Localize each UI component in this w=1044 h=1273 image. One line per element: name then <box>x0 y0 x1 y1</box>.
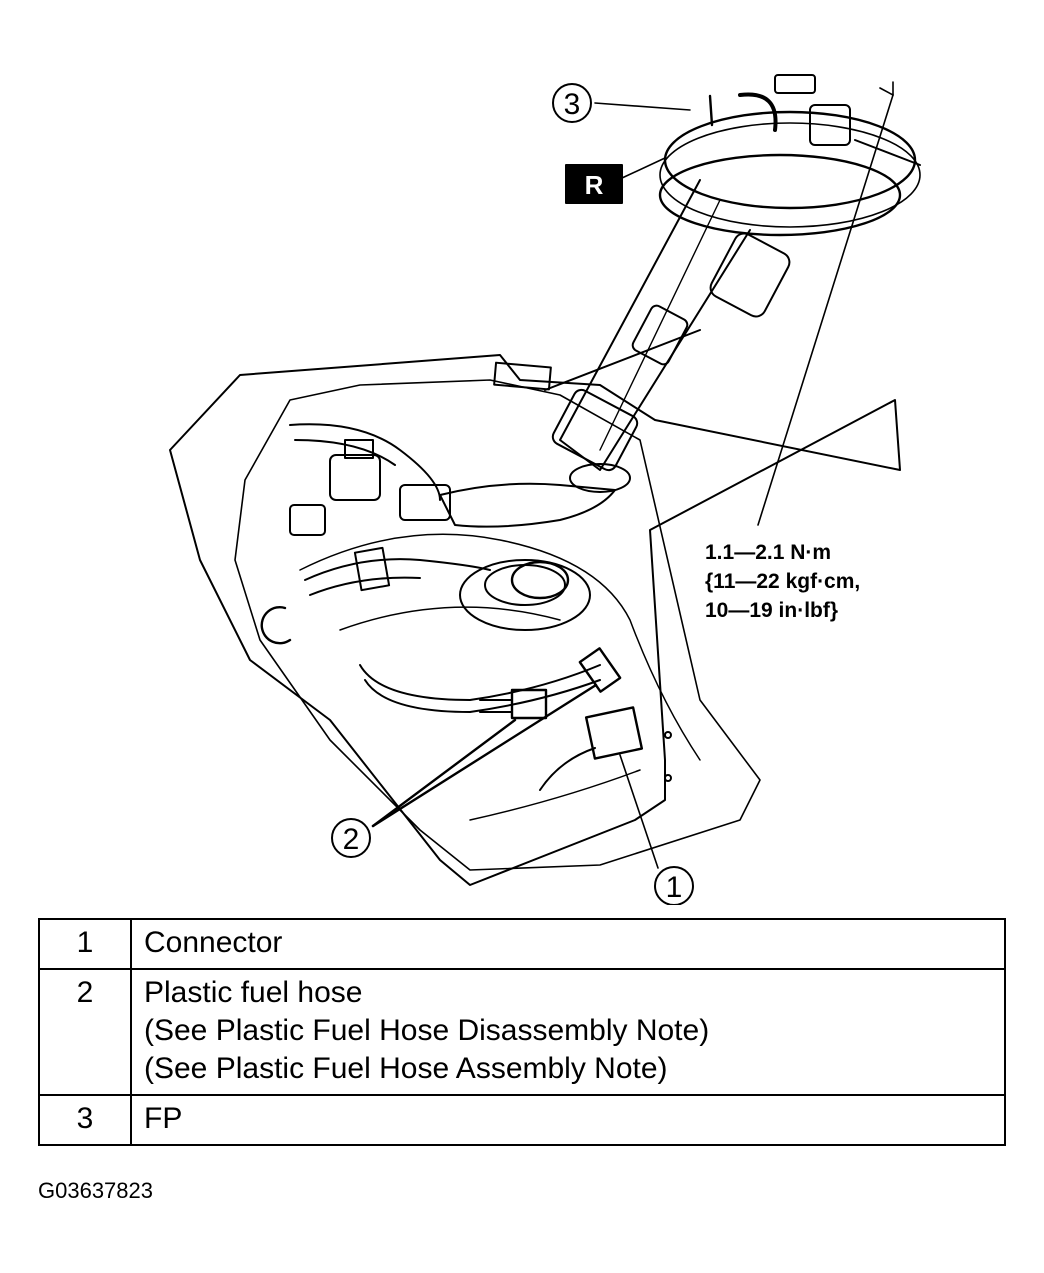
figure-code: G03637823 <box>38 1178 153 1203</box>
leader-r <box>621 157 666 179</box>
legend-description-line: Connector <box>144 926 283 959</box>
parts-legend-table: 1 Connector 2 Plastic fuel hose (See Pla… <box>38 918 1006 1146</box>
leader-3 <box>594 102 691 111</box>
legend-description: Plastic fuel hose (See Plastic Fuel Hose… <box>130 968 1006 1096</box>
tank-outline <box>169 354 901 886</box>
legend-description: FP <box>130 1094 1006 1146</box>
torque-spec-line1: 1.1—2.1 N·m <box>705 541 832 564</box>
valve-body <box>329 454 381 501</box>
leader-2b <box>371 683 598 828</box>
callout-3-circle <box>552 83 592 123</box>
legend-note-assembly: (See Plastic Fuel Hose Assembly Note) <box>144 1052 668 1085</box>
leader-2a <box>371 718 517 828</box>
fuel-tank-diagram: 3 2 1 R <box>169 74 921 905</box>
filler-cap <box>510 560 570 600</box>
callout-1-circle <box>654 866 694 905</box>
legend-number: 1 <box>38 918 132 970</box>
replace-badge <box>565 164 623 204</box>
table-row: 1 Connector <box>38 918 1006 970</box>
vent-ring <box>260 606 292 645</box>
tank-inner-wall <box>234 379 761 871</box>
leader-torque <box>757 94 894 526</box>
torque-spec-line2: {11—22 kgf·cm, <box>705 570 861 593</box>
hose-lower <box>359 664 601 701</box>
legend-number: 3 <box>38 1094 132 1146</box>
torque-spec-line3: 10—19 in·lbf} <box>705 599 839 622</box>
pump-mount-ring <box>459 559 591 631</box>
callout-1: 1 <box>666 871 683 904</box>
callout-3: 3 <box>564 88 581 121</box>
hose-bracket <box>439 482 616 528</box>
fuel-hose-fitting-b <box>578 647 622 693</box>
legend-description-line: FP <box>144 1102 183 1135</box>
fuel-pump-assembly <box>551 74 921 493</box>
sender-float <box>493 361 552 391</box>
legend-description: Connector <box>130 918 1006 970</box>
connector-1 <box>584 706 644 760</box>
hose-clamp <box>353 546 391 592</box>
fuel-hose-fitting-a <box>510 688 548 720</box>
leader-1 <box>619 754 659 869</box>
legend-description-line: Plastic fuel hose <box>144 976 363 1009</box>
callout-2-circle <box>331 818 371 858</box>
table-row: 3 FP <box>38 1094 1006 1146</box>
replace-badge-label: R <box>585 170 604 200</box>
table-row: 2 Plastic fuel hose (See Plastic Fuel Ho… <box>38 968 1006 1096</box>
legend-number: 2 <box>38 968 132 1096</box>
legend-note-disassembly: (See Plastic Fuel Hose Disassembly Note) <box>144 1014 710 1047</box>
callout-2: 2 <box>343 823 360 856</box>
hose-middle <box>304 558 491 581</box>
sender-float-arm <box>544 329 701 391</box>
hose-upper <box>289 423 441 501</box>
torque-spec: 1.1—2.1 N·m {11—22 kgf·cm, 10—19 in·lbf} <box>705 538 860 625</box>
